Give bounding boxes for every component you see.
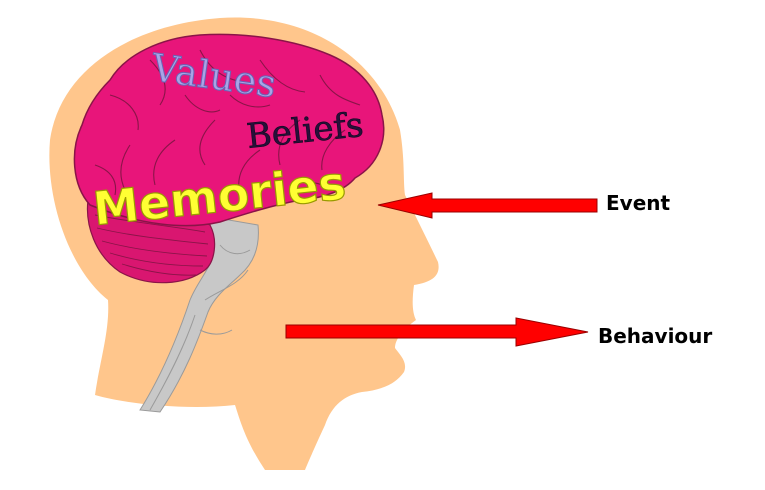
event-label: Event <box>606 191 671 215</box>
arrow-right-icon <box>285 317 589 347</box>
brain-icon <box>73 33 385 227</box>
behaviour-label: Behaviour <box>598 324 712 348</box>
brainstem <box>139 214 259 413</box>
arrow-left-icon <box>377 192 598 219</box>
